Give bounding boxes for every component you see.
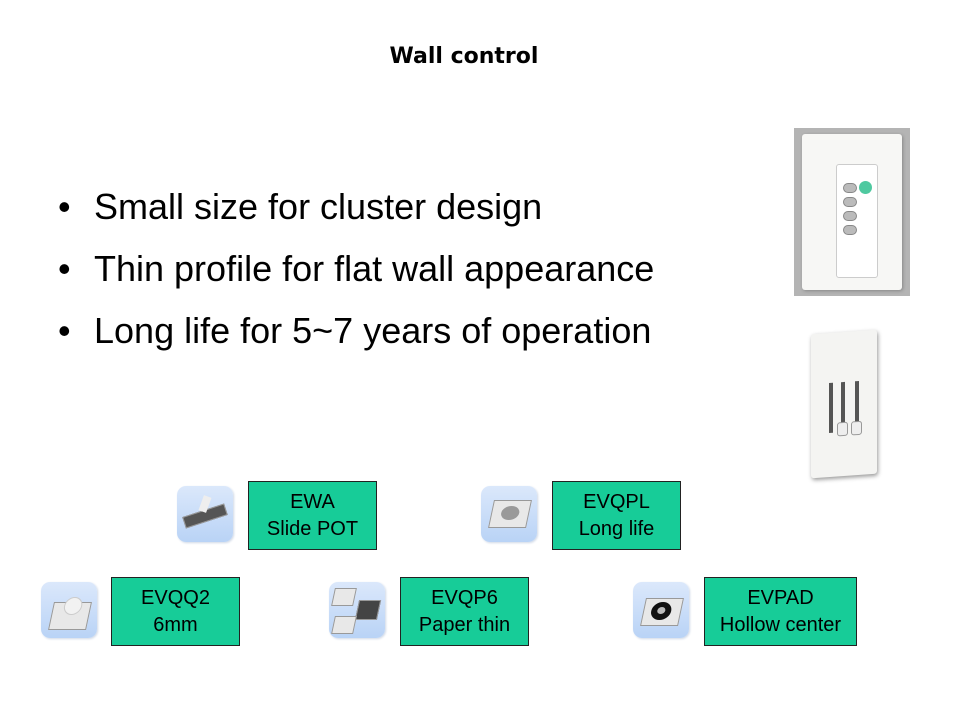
bullet-item: •Long life for 5~7 years of operation [58, 310, 652, 351]
tact-switch-icon [481, 486, 537, 542]
slide-pot-icon [177, 486, 233, 542]
wall-control-slider-photo [805, 328, 885, 480]
tact-switch-6mm-icon [41, 582, 97, 638]
thin-switch-icon [329, 582, 385, 638]
bullet-item: •Thin profile for flat wall appearance [58, 248, 655, 289]
wall-control-button-photo [794, 128, 910, 296]
slide-title: Wall control [389, 44, 539, 69]
hollow-switch-icon [633, 582, 689, 638]
bullet-item: •Small size for cluster design [58, 186, 543, 227]
bullet-list: •Small size for cluster design •Thin pro… [58, 176, 654, 362]
